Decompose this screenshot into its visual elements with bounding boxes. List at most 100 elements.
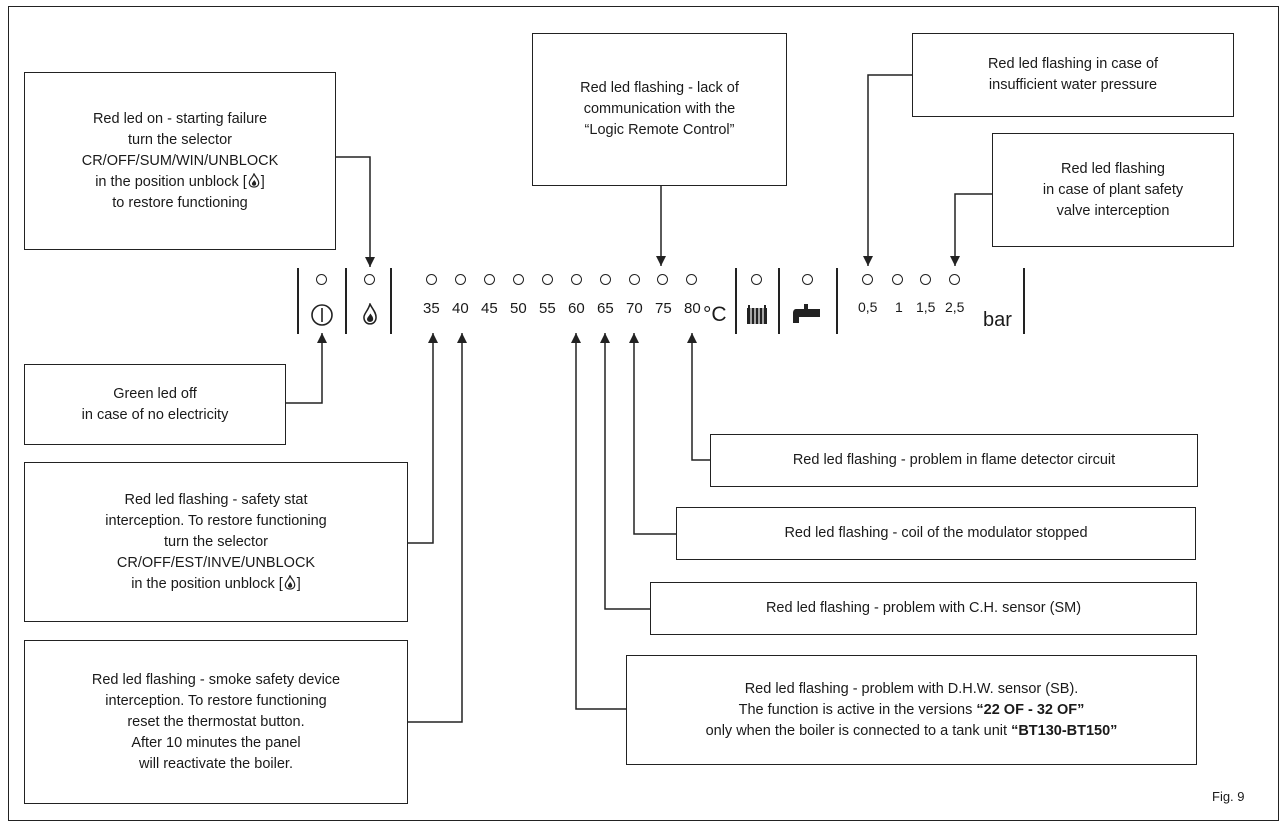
led-radiator bbox=[751, 274, 762, 285]
starting-failure-line-3: CR/OFF/SUM/WIN/UNBLOCK bbox=[81, 152, 279, 169]
safety-stat-box: Red led flashing - safety stat intercept… bbox=[24, 462, 408, 622]
water-pressure-line-2: insufficient water pressure bbox=[988, 77, 1158, 93]
led-temp-50 bbox=[513, 274, 524, 285]
temp-label-45: 45 bbox=[481, 300, 498, 317]
safety-stat-line-4: CR/OFF/EST/INVE/UNBLOCK bbox=[116, 554, 316, 571]
unblock-flame-icon: [] bbox=[242, 172, 265, 190]
plant-safety-valve-box: Red led flashing in case of plant safety… bbox=[992, 133, 1234, 247]
dhw-sensor-line-2: The function is active in the versions “… bbox=[739, 700, 1085, 721]
plant-safety-line-2: in case of plant safety bbox=[1042, 181, 1184, 198]
logic-remote-box: Red led flashing - lack of communication… bbox=[532, 33, 787, 186]
water-pressure-box: Red led flashing in case of insufficient… bbox=[912, 33, 1234, 117]
leader-plant-safety bbox=[950, 193, 993, 266]
led-flame bbox=[364, 274, 375, 285]
led-temp-35 bbox=[426, 274, 437, 285]
safety-stat-line-5-wrap: in the position unblock [] bbox=[131, 574, 301, 595]
safety-stat-line-1: Red led flashing - safety stat bbox=[124, 491, 308, 508]
leader-flame-detector bbox=[687, 333, 710, 461]
smoke-safety-line-2: interception. To restore functioning bbox=[105, 692, 327, 709]
water-pressure-line-1: Red led flashing in case of bbox=[987, 56, 1159, 72]
led-pressure-2-5 bbox=[949, 274, 960, 285]
leader-ch-sensor bbox=[600, 333, 651, 610]
smoke-safety-line-4: After 10 minutes the panel bbox=[131, 734, 301, 751]
plant-safety-line-1: Red led flashing bbox=[1061, 160, 1165, 177]
leader-dhw-sensor bbox=[571, 333, 627, 710]
logic-remote-line-2: communication with the bbox=[583, 101, 736, 117]
modulator-coil-text: Red led flashing - coil of the modulator… bbox=[784, 525, 1088, 541]
leader-safety-stat bbox=[407, 333, 438, 544]
temp-label-55: 55 bbox=[539, 300, 556, 317]
leader-smoke-safety bbox=[407, 333, 467, 723]
unblock-flame-icon-2: [] bbox=[278, 574, 301, 592]
led-temp-80 bbox=[686, 274, 697, 285]
panel-divider-4 bbox=[735, 268, 737, 334]
figure-label: Fig. 9 bbox=[1212, 789, 1245, 804]
ch-sensor-text: Red led flashing - problem with C.H. sen… bbox=[765, 600, 1082, 616]
temp-label-75: 75 bbox=[655, 300, 672, 317]
temp-label-80: 80 bbox=[684, 300, 701, 317]
modulator-coil-box: Red led flashing - coil of the modulator… bbox=[676, 507, 1196, 560]
led-temp-60 bbox=[571, 274, 582, 285]
dhw-sensor-tank-units: “BT130-BT150” bbox=[1011, 722, 1118, 739]
pressure-label-1: 1 bbox=[895, 299, 903, 315]
panel-divider-5 bbox=[778, 268, 780, 334]
led-temp-65 bbox=[600, 274, 611, 285]
smoke-safety-line-5: will reactivate the boiler. bbox=[139, 755, 293, 772]
led-temp-70 bbox=[629, 274, 640, 285]
temp-label-65: 65 bbox=[597, 300, 614, 317]
led-pressure-1 bbox=[892, 274, 903, 285]
dhw-sensor-line-3-text: only when the boiler is connected to a t… bbox=[705, 722, 1012, 739]
dhw-sensor-line-2-text: The function is active in the versions bbox=[738, 701, 977, 718]
temp-label-60: 60 bbox=[568, 300, 585, 317]
led-tap bbox=[802, 274, 813, 285]
leader-water-pressure bbox=[863, 74, 913, 266]
starting-failure-line-4-wrap: in the position unblock [] bbox=[95, 172, 265, 193]
green-led-box: Green led off in case of no electricity bbox=[24, 364, 286, 445]
dhw-sensor-versions: “22 OF - 32 OF” bbox=[976, 701, 1085, 718]
ch-sensor-box: Red led flashing - problem with C.H. sen… bbox=[650, 582, 1197, 635]
flame-detector-box: Red led flashing - problem in flame dete… bbox=[710, 434, 1198, 487]
smoke-safety-box: Red led flashing - smoke safety device i… bbox=[24, 640, 408, 804]
safety-stat-line-3: turn the selector bbox=[164, 533, 268, 550]
safety-stat-line-5: in the position unblock bbox=[131, 575, 275, 592]
radiator-icon bbox=[747, 305, 767, 324]
temp-label-40: 40 bbox=[452, 300, 469, 317]
figure-frame bbox=[8, 6, 1279, 821]
plant-safety-line-3: valve interception bbox=[1056, 202, 1170, 219]
safety-stat-line-2: interception. To restore functioning bbox=[105, 512, 327, 529]
panel-divider-6 bbox=[836, 268, 838, 334]
led-power bbox=[316, 274, 327, 285]
flame-detector-text: Red led flashing - problem in flame dete… bbox=[792, 452, 1116, 468]
panel-divider-2 bbox=[345, 268, 347, 334]
starting-failure-line-1: Red led on - starting failure bbox=[92, 110, 268, 127]
led-pressure-0-5 bbox=[862, 274, 873, 285]
led-temp-40 bbox=[455, 274, 466, 285]
temp-unit: °C bbox=[703, 303, 727, 326]
led-temp-55 bbox=[542, 274, 553, 285]
tap-icon bbox=[793, 304, 820, 323]
dhw-sensor-line-1: Red led flashing - problem with D.H.W. s… bbox=[744, 680, 1079, 697]
starting-failure-line-5: to restore functioning bbox=[112, 194, 248, 211]
leader-modulator bbox=[629, 333, 677, 535]
smoke-safety-line-3: reset the thermostat button. bbox=[127, 713, 305, 730]
power-icon bbox=[311, 304, 333, 326]
temp-label-35: 35 bbox=[423, 300, 440, 317]
temp-label-70: 70 bbox=[626, 300, 643, 317]
pressure-label-0-5: 0,5 bbox=[858, 299, 878, 315]
dhw-sensor-box: Red led flashing - problem with D.H.W. s… bbox=[626, 655, 1197, 765]
pressure-unit: bar bbox=[983, 309, 1012, 331]
pressure-label-2-5: 2,5 bbox=[945, 299, 965, 315]
panel-divider-3 bbox=[390, 268, 392, 334]
green-led-line-1: Green led off bbox=[113, 385, 197, 402]
logic-remote-line-1: Red led flashing - lack of bbox=[580, 80, 739, 96]
temp-label-50: 50 bbox=[510, 300, 527, 317]
dhw-sensor-line-3: only when the boiler is connected to a t… bbox=[706, 721, 1118, 742]
pressure-label-1-5: 1,5 bbox=[916, 299, 936, 315]
green-led-line-2: in case of no electricity bbox=[81, 406, 229, 423]
led-pressure-1-5 bbox=[920, 274, 931, 285]
starting-failure-line-2: turn the selector bbox=[128, 131, 232, 148]
leader-green-led bbox=[285, 333, 327, 404]
led-temp-75 bbox=[657, 274, 668, 285]
